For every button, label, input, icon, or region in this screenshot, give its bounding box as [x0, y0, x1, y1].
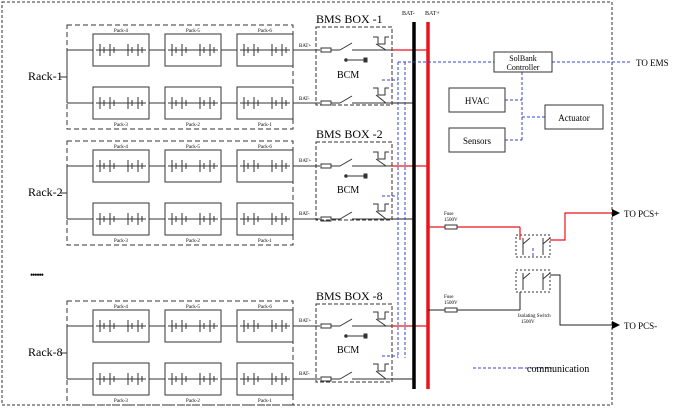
- battery-cells: [96, 373, 290, 385]
- fuse-icon: [320, 216, 332, 222]
- fuse-top-line1: Fuse: [444, 212, 454, 217]
- communication-lines: [382, 61, 630, 369]
- fuse-icon: [320, 100, 332, 106]
- to-pcs-plus-label: TO PCS+: [624, 209, 659, 219]
- rack-frame: [66, 300, 294, 406]
- bat-plus-label: BAT+: [299, 159, 311, 164]
- pack-label: Pack-3: [114, 239, 128, 244]
- pack-label: Pack-5: [186, 305, 200, 310]
- isolating-switch-line1: Isolating Switch: [518, 314, 551, 319]
- pack-label: Pack-4: [114, 29, 128, 34]
- pack-label: Pack-1: [258, 399, 272, 404]
- legend-label: communication: [527, 364, 589, 375]
- battery-cells: [96, 160, 290, 172]
- pack-label: Pack-4: [114, 305, 128, 310]
- pack-label: Pack-6: [258, 145, 272, 150]
- bms-frame: [315, 303, 393, 383]
- bat-minus-label: BAT-: [299, 97, 310, 102]
- bms-title: BMS BOX -2: [316, 127, 383, 141]
- pack-label: Pack-3: [114, 123, 128, 128]
- red-positive-links: [392, 49, 428, 327]
- battery-cells: [96, 97, 290, 109]
- fuse-icon: [320, 376, 332, 382]
- controller-line2: Controller: [507, 63, 540, 72]
- bcm-label: BCM: [337, 345, 359, 356]
- bms-title: BMS BOX -1: [316, 12, 383, 26]
- battery-cells: [96, 320, 290, 332]
- black-negative-links: [392, 102, 414, 380]
- actuator-label: Actuator: [558, 113, 590, 123]
- rack-1: Rack-1 Pack-4 Pack-5 Pack-6 Pack-3 Pack-…: [28, 24, 320, 130]
- hvac-label: HVAC: [465, 96, 489, 106]
- bms-box-8: BMS BOX -8 BAT+ BAT- BCM: [299, 289, 393, 383]
- fuse-bottom-line1: Fuse: [444, 295, 454, 300]
- sensors-label: Sensors: [463, 136, 491, 146]
- pack-label: Pack-3: [114, 399, 128, 404]
- rack-label: Rack-1: [28, 69, 63, 83]
- pack-label: Pack-2: [186, 123, 200, 128]
- outer-frame: [1, 1, 613, 406]
- bat-minus-label: BAT-: [299, 212, 310, 217]
- rack-frame: [66, 24, 294, 130]
- fuse-bottom-line2: 1500V: [444, 301, 458, 306]
- hvac-box: [448, 87, 506, 113]
- pack-label: Pack-4: [114, 145, 128, 150]
- fuse-icon: [320, 163, 332, 169]
- pack-label: Pack-1: [258, 123, 272, 128]
- negative-output-line: [519, 274, 612, 326]
- pack-label: Pack-2: [186, 399, 200, 404]
- bms-box-1: BMS BOX -1 BAT+ BAT- BCM: [299, 12, 393, 106]
- fuse-icon: [444, 224, 458, 230]
- to-pcs-minus-label: TO PCS-: [624, 321, 657, 331]
- pack-label: Pack-2: [186, 239, 200, 244]
- rack-label: Rack-2: [28, 185, 63, 199]
- arrow-icon: [612, 209, 620, 217]
- fuse-icon: [320, 323, 332, 329]
- bms-frame: [315, 26, 393, 106]
- contactor-icon: [331, 311, 392, 380]
- isolating-switch-line2: 1500V: [521, 320, 535, 325]
- bat-plus-label: BAT+: [299, 44, 311, 49]
- fuse-top-line2: 1500V: [444, 218, 458, 223]
- switch-frame: [515, 269, 551, 293]
- isolating-switch: Isolating Switch 1500V: [515, 234, 551, 325]
- rack-8: Rack-8 Pack-4 Pack-5 Pack-6 Pack-3 Pack-…: [28, 300, 320, 406]
- fuse-icon: [320, 47, 332, 53]
- pack-label: Pack-6: [258, 29, 272, 34]
- battery-cells: [96, 44, 290, 56]
- pack-label: Pack-5: [186, 145, 200, 150]
- positive-output-line: [519, 212, 612, 241]
- controller-box: [493, 51, 553, 73]
- pack-label: Pack-1: [258, 239, 272, 244]
- bms-frame: [315, 141, 393, 221]
- rack-frame: [66, 140, 294, 246]
- to-ems-label: TO EMS: [636, 58, 669, 68]
- switch-contact-icon: [522, 237, 551, 290]
- rack-ellipsis: ••••••: [30, 270, 44, 280]
- arrow-icon: [612, 321, 620, 329]
- controller-line1: SolBank: [509, 54, 537, 63]
- sensors-box: [448, 127, 506, 153]
- actuator-box: [544, 104, 604, 130]
- bat-plus-label: BAT+: [299, 319, 311, 324]
- rack-label: Rack-8: [28, 345, 63, 359]
- bus-positive-label: BAT+: [425, 11, 440, 17]
- switch-frame: [515, 234, 551, 258]
- contactor-icon: [331, 36, 392, 104]
- bcm-label: BCM: [337, 70, 359, 81]
- bat-minus-label: BAT-: [299, 372, 310, 377]
- bms-title: BMS BOX -8: [316, 289, 383, 303]
- fuse-icon: [444, 307, 458, 313]
- pack-label: Pack-6: [258, 305, 272, 310]
- contactor-icon: [331, 151, 392, 220]
- bcm-label: BCM: [337, 185, 359, 196]
- bus-negative-label: BAT-: [402, 11, 415, 17]
- bms-box-2: BMS BOX -2 BAT+ BAT- BCM: [299, 127, 393, 222]
- battery-cells: [96, 213, 290, 225]
- pack-label: Pack-5: [186, 29, 200, 34]
- rack-2: Rack-2 Pack-4 Pack-5 Pack-6 Pack-3 Pack-…: [28, 140, 320, 246]
